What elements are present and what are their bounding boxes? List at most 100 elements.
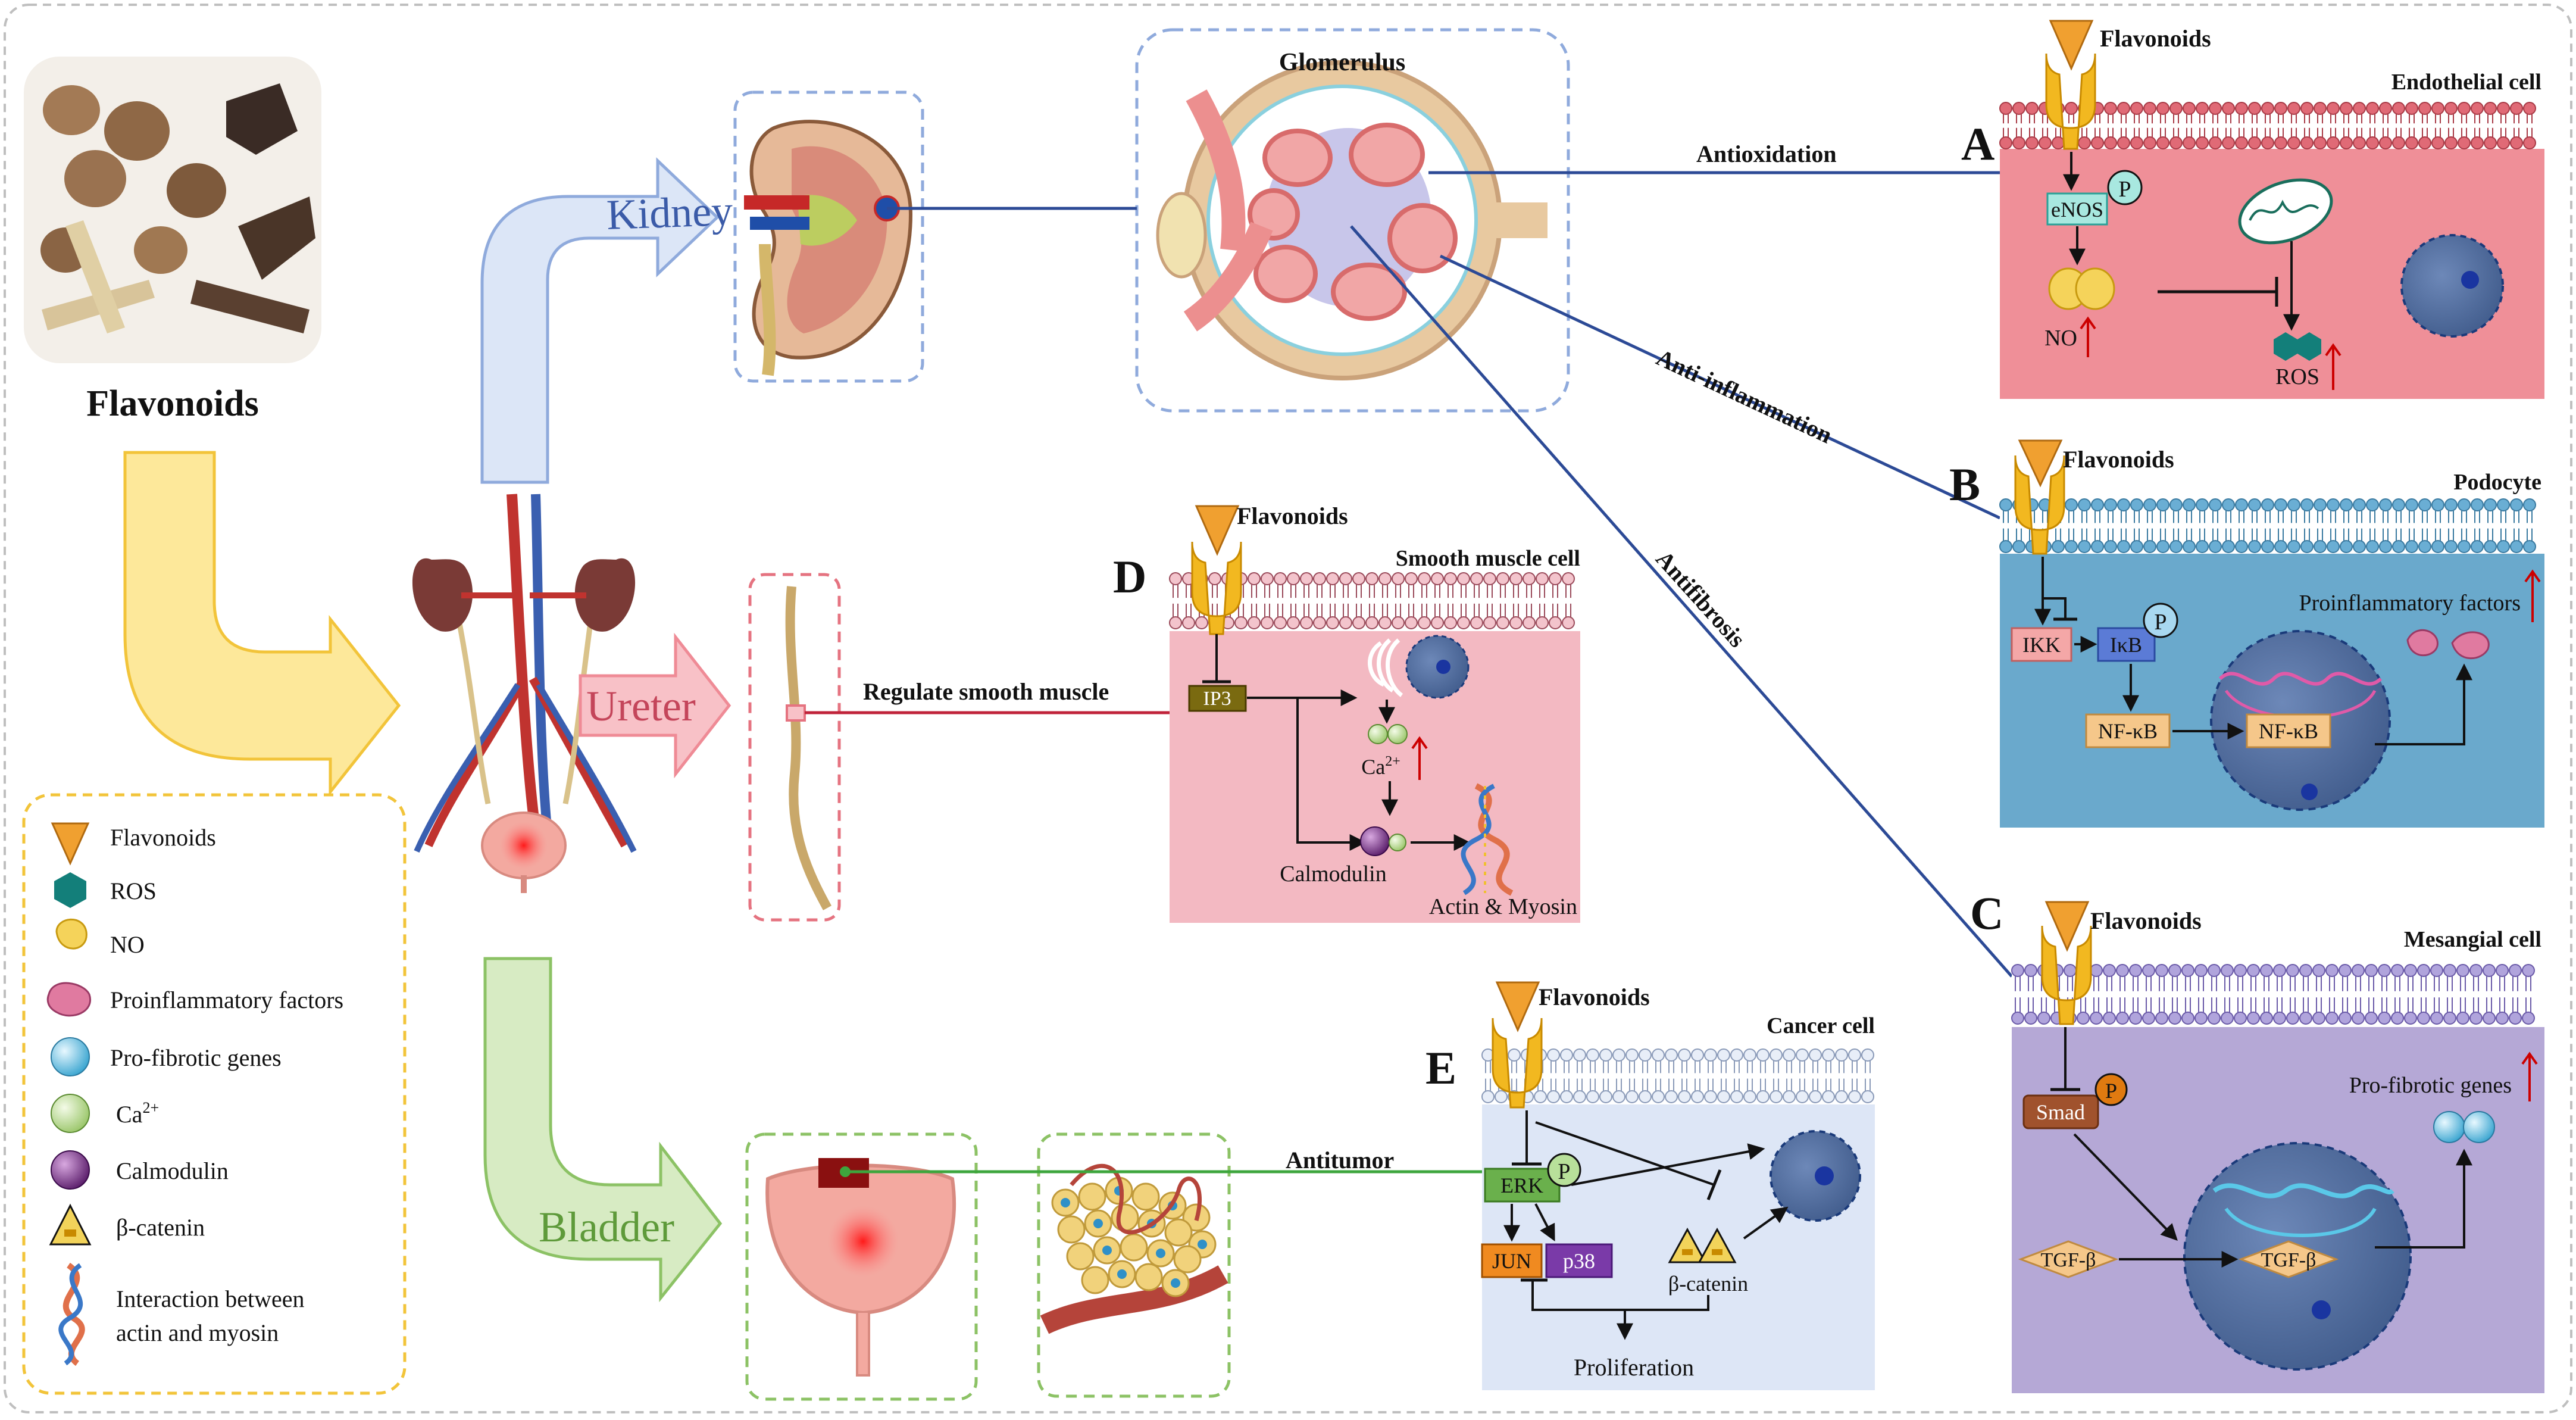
- erk-label: ERK: [1500, 1174, 1543, 1197]
- proliferation-label: Proliferation: [1574, 1354, 1694, 1381]
- anti-inflammation-label: Anti-inflammation: [1652, 344, 1836, 448]
- legend-item-actin-myosin: Interaction between actin and myosin: [58, 1262, 305, 1366]
- panel-d: D Smooth muscle cell Flavonoids IP3 Ca2+: [1113, 503, 1580, 923]
- source-title: Flavonoids: [86, 383, 258, 424]
- kidney-section-image: [733, 90, 924, 383]
- legend-label: Pro-fibrotic genes: [110, 1044, 282, 1071]
- legend-label-2: actin and myosin: [116, 1319, 279, 1346]
- ureter-label: Ureter: [586, 682, 696, 730]
- actin-myosin-label: Actin & Myosin: [1429, 894, 1577, 919]
- ip3-box: [1188, 685, 1247, 712]
- legend-item-calmodulin: Calmodulin: [51, 1150, 229, 1190]
- glomerulus-image: [1135, 28, 1570, 413]
- panel-a-cell-label: Endothelial cell: [2391, 70, 2541, 95]
- antitumor-label: Antitumor: [1286, 1147, 1394, 1174]
- no-label: NO: [2044, 326, 2077, 351]
- tgfb-label: TGF-β: [2041, 1249, 2096, 1271]
- ikk-box: [2011, 627, 2072, 662]
- beta-catenin-triangle-icon: [49, 1203, 92, 1246]
- panel-b-membrane: [1999, 497, 2544, 554]
- legend-item-beta-catenin: β-catenin: [49, 1203, 205, 1246]
- pro-fibrotic-genes-label: Pro-fibrotic genes: [2349, 1073, 2512, 1098]
- panel-e-phosphate-label: P: [1558, 1159, 1570, 1184]
- panel-a-ligand-label: Flavonoids: [2100, 25, 2211, 52]
- panel-d-ligand-label: Flavonoids: [1237, 503, 1348, 529]
- ros-hexagon-icon: [54, 872, 86, 908]
- proinflammatory-factors-label: Proinflammatory factors: [2299, 591, 2521, 616]
- legend-item-ros: ROS: [54, 872, 157, 908]
- ros-label: ROS: [2275, 364, 2319, 389]
- ikb-label: IκB: [2110, 633, 2142, 657]
- urinary-system-illustration: [412, 494, 637, 893]
- phosphate-icon: [2107, 170, 2143, 205]
- ros-increase-arrow: [2325, 343, 2341, 390]
- no-blob-icon: [55, 918, 87, 950]
- calmodulin-sphere-icon: [51, 1150, 90, 1190]
- calcium-sphere-icon: [51, 1094, 90, 1133]
- pro-fibrotic-sphere-icon: [2433, 1111, 2495, 1143]
- nfkb-label: NF-κB: [2098, 719, 2158, 743]
- flavonoid-triangle-icon: [2044, 901, 2090, 952]
- ikk-label: IKK: [2022, 633, 2061, 657]
- calmodulin-sphere-icon: [1360, 826, 1406, 856]
- phosphate-label: P: [2118, 177, 2131, 202]
- beta-catenin-triangle-icon: [1668, 1227, 1737, 1263]
- panel-c-receptor: [2041, 901, 2092, 1025]
- tgfb-nucleus-diamond: [2238, 1240, 2339, 1278]
- legend-label: Flavonoids: [110, 824, 216, 851]
- calcium-label: Ca2+: [1361, 754, 1400, 779]
- panel-c-phosphate-label: P: [2105, 1079, 2117, 1103]
- jun-box: [1481, 1243, 1543, 1278]
- panel-a-receptor: [2045, 20, 2096, 150]
- actin-myosin-helix-icon: [1461, 783, 1514, 896]
- regulate-smooth-muscle-label: Regulate smooth muscle: [863, 678, 1109, 705]
- no-blob-icon: [2048, 267, 2115, 310]
- panel-e-letter: E: [1425, 1042, 1456, 1094]
- panel-e-membrane: [1481, 1048, 1875, 1104]
- panel-e: E Cancer cell Flavonoids ERK P JUN p38 β…: [1425, 981, 1875, 1390]
- endoplasmic-reticulum-icon: [1368, 635, 1470, 699]
- panel-b-letter: B: [1949, 458, 1980, 510]
- flavonoid-herbs-image: [24, 57, 321, 363]
- legend-item-no: NO: [55, 918, 145, 958]
- panel-d-receptor: [1191, 505, 1242, 635]
- nfkb-nucleus-box: [2246, 713, 2331, 748]
- panel-a-membrane: [1999, 101, 2544, 149]
- legend-frame: [22, 793, 407, 1395]
- proinflammatory-blob-icon: [2406, 629, 2490, 660]
- smad-label: Smad: [2036, 1100, 2085, 1124]
- smad-box: [2022, 1094, 2099, 1129]
- panel-a-letter: A: [1961, 118, 1994, 170]
- legend-label: Proinflammatory factors: [110, 987, 343, 1013]
- ip3-label: IP3: [1203, 688, 1231, 710]
- flavonoid-triangle-icon: [1495, 981, 1540, 1032]
- connection-lines: [887, 171, 2013, 978]
- panel-b-cell-label: Podocyte: [2453, 470, 2541, 495]
- bladder-image: [745, 1132, 978, 1401]
- tgfb-diamond: [2018, 1240, 2119, 1278]
- mitochondrion-icon: [2238, 178, 2333, 245]
- flavonoid-triangle-icon: [2018, 439, 2063, 488]
- glomerulus-label: Glomerulus: [1279, 49, 1405, 76]
- legend-item-proinflammatory: Proinflammatory factors: [46, 982, 343, 1017]
- bladder-arrow: [483, 957, 723, 1303]
- kidney-label: Kidney: [606, 187, 734, 239]
- panel-b-ligand-label: Flavonoids: [2063, 446, 2174, 473]
- tumor-cluster-image: [1037, 1132, 1231, 1398]
- no-increase-arrow: [2080, 316, 2096, 357]
- panel-c: C Mesangial cell Flavonoids Smad P TGF-β…: [1970, 887, 2544, 1393]
- panel-b-receptor: [2014, 439, 2065, 555]
- panel-d-cell-label: Smooth muscle cell: [1396, 546, 1580, 571]
- panel-c-cell-label: Mesangial cell: [2404, 927, 2541, 952]
- legend-item-flavonoids: Flavonoids: [51, 822, 216, 866]
- enos-label: eNOS: [2051, 198, 2103, 221]
- proinflammatory-blob-icon: [46, 982, 92, 1017]
- ikb-box: [2097, 627, 2156, 662]
- panel-b-phosphate-label: P: [2154, 610, 2167, 635]
- bladder-label: Bladder: [539, 1203, 674, 1251]
- panel-b: B Podocyte Flavonoids IKK IκB P NF-κB NF…: [1949, 439, 2544, 828]
- legend-label: Calmodulin: [116, 1157, 229, 1184]
- panel-a: A Endothelial cell Flavonoids eNOS P NO …: [1961, 20, 2544, 399]
- ros-hexagon-icon: [2274, 332, 2321, 361]
